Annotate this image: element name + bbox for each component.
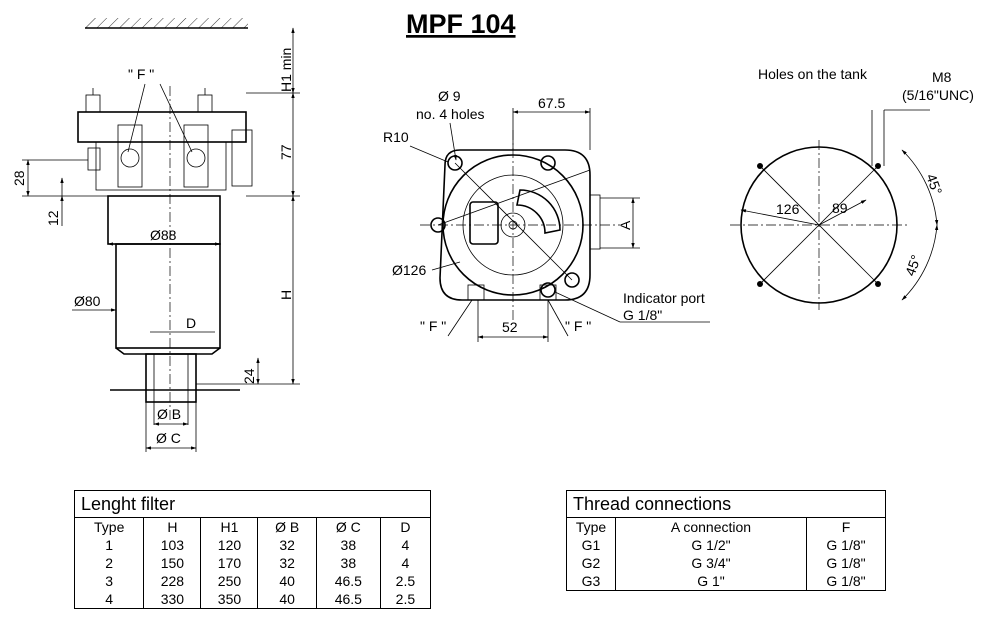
thread-connections-table: Thread connections Type A connection F G…: [566, 490, 886, 591]
table-cell: 2.5: [379, 590, 432, 609]
table-cell: 2.5: [379, 572, 432, 590]
dim-77: 77: [278, 144, 294, 160]
table-cell: G 1/8": [806, 572, 886, 591]
thread-header-f: F: [806, 517, 886, 536]
table-cell: 228: [143, 572, 202, 590]
length-filter-table: Lenght filter Type H H1 Ø B Ø C D 1 103 …: [73, 490, 432, 609]
length-table-header-row: Type H H1 Ø B Ø C D: [73, 517, 432, 536]
table-cell: 330: [143, 590, 202, 609]
length-header-c: Ø C: [315, 517, 381, 536]
length-header-d: D: [379, 517, 432, 536]
top-indicator-thread: G 1/8": [623, 307, 662, 323]
side-f-label: " F ": [128, 66, 154, 82]
dim-80: Ø80: [74, 293, 101, 309]
tank-angle-top: 45°: [923, 172, 945, 197]
table-cell: 4: [379, 554, 432, 572]
table-row: 4 330 350 40 46.5 2.5: [73, 590, 432, 609]
top-f-left: " F ": [420, 318, 446, 334]
tank-dim-126: 126: [776, 201, 800, 217]
table-cell: 38: [315, 536, 381, 554]
top-indicator-port: Indicator port: [623, 290, 705, 306]
table-cell: 3: [73, 572, 145, 590]
dim-b: Ø B: [157, 406, 181, 422]
table-cell: G 3/4": [615, 554, 807, 572]
top-view: Ø 9 no. 4 holes R10 67.5 A Ø126 Indicato…: [383, 88, 710, 342]
table-row: 2 150 170 32 38 4: [73, 554, 432, 572]
dim-h: H: [278, 290, 294, 300]
table-cell: 32: [257, 554, 317, 572]
table-row: G2 G 3/4" G 1/8": [566, 554, 886, 572]
tank-holes-view: Holes on the tank M8 (5/16"UNC) 126 89 4…: [730, 66, 974, 310]
length-header-h1: H1: [200, 517, 259, 536]
length-header-h: H: [143, 517, 202, 536]
tank-angle-bottom: 45°: [902, 253, 924, 278]
tank-thread-unc: (5/16"UNC): [902, 87, 974, 103]
top-dim-675: 67.5: [538, 95, 565, 111]
table-cell: 40: [257, 572, 317, 590]
table-cell: 38: [315, 554, 381, 572]
dim-12: 12: [45, 210, 61, 226]
length-header-type: Type: [73, 517, 145, 536]
top-dim-a: A: [617, 220, 633, 230]
table-cell: 150: [143, 554, 202, 572]
table-cell: G2: [566, 554, 616, 572]
thread-header-a: A connection: [615, 517, 807, 536]
tank-dim-89: 89: [832, 200, 848, 216]
top-dim-52: 52: [502, 319, 518, 335]
top-holes-dia: Ø 9: [438, 88, 461, 104]
dim-28: 28: [11, 170, 27, 186]
table-cell: 46.5: [315, 590, 381, 609]
dim-c: Ø C: [156, 430, 181, 446]
table-row: 1 103 120 32 38 4: [73, 536, 432, 554]
table-cell: 2: [73, 554, 145, 572]
table-row: G1 G 1/2" G 1/8": [566, 536, 886, 554]
top-r10: R10: [383, 129, 409, 145]
tank-heading: Holes on the tank: [758, 66, 868, 82]
table-cell: 350: [200, 590, 259, 609]
tank-thread: M8: [932, 69, 952, 85]
thread-table-caption: Thread connections: [566, 490, 886, 518]
table-cell: 1: [73, 536, 145, 554]
dim-88: Ø88: [150, 227, 177, 243]
table-cell: 32: [257, 536, 317, 554]
dim-h1: H1 min: [278, 48, 294, 92]
table-cell: G 1": [615, 572, 807, 591]
table-cell: 4: [379, 536, 432, 554]
table-cell: G3: [566, 572, 616, 591]
table-cell: 250: [200, 572, 259, 590]
dim-24: 24: [241, 368, 257, 384]
table-row: 3 228 250 40 46.5 2.5: [73, 572, 432, 590]
thread-table-header-row: Type A connection F: [566, 517, 886, 536]
side-view: " F " H1 min 77 H 28 12 Ø88 Ø80 D: [11, 18, 300, 452]
table-cell: G 1/2": [615, 536, 807, 554]
table-cell: 46.5: [315, 572, 381, 590]
table-cell: G 1/8": [806, 536, 886, 554]
table-cell: 4: [73, 590, 145, 609]
length-table-caption: Lenght filter: [74, 490, 431, 518]
table-row: G3 G 1" G 1/8": [566, 572, 886, 591]
table-cell: 103: [143, 536, 202, 554]
table-cell: 120: [200, 536, 259, 554]
drawing-title: MPF 104: [406, 9, 516, 39]
table-cell: 170: [200, 554, 259, 572]
table-cell: G1: [566, 536, 616, 554]
top-dim-126: Ø126: [392, 262, 426, 278]
top-holes-count: no. 4 holes: [416, 106, 485, 122]
thread-header-type: Type: [566, 517, 616, 536]
top-f-right: " F ": [565, 318, 591, 334]
table-cell: G 1/8": [806, 554, 886, 572]
dim-d: D: [186, 315, 196, 331]
table-cell: 40: [257, 590, 317, 609]
length-header-b: Ø B: [257, 517, 317, 536]
